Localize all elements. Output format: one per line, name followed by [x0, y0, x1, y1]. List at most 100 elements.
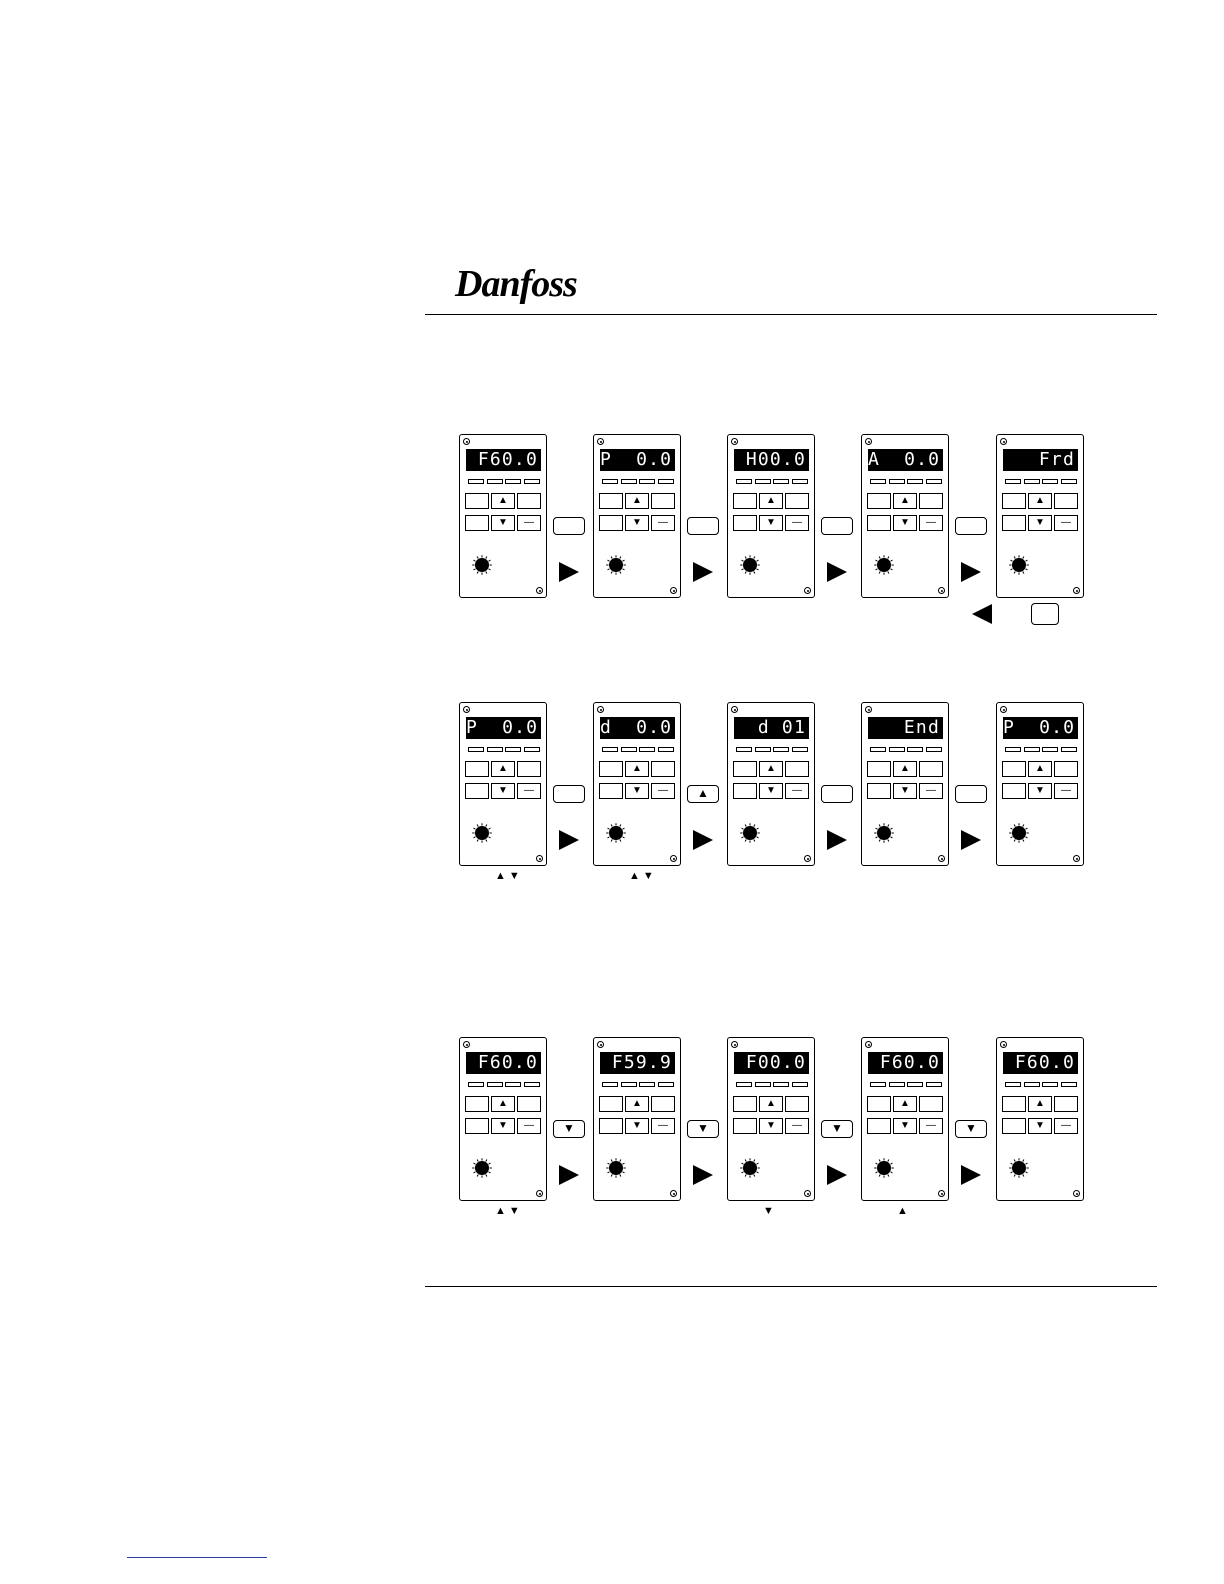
down-key[interactable]: ▼ [759, 783, 783, 799]
down-key[interactable]: ▼ [1028, 515, 1052, 531]
press-key-button[interactable] [687, 517, 719, 535]
up-key[interactable]: ▲ [893, 1096, 917, 1112]
mode-key[interactable] [919, 493, 943, 509]
shift-key[interactable] [465, 515, 489, 531]
shift-key[interactable] [733, 515, 757, 531]
potentiometer-knob-icon[interactable] [740, 555, 760, 575]
shift-key[interactable] [733, 783, 757, 799]
up-key[interactable]: ▲ [491, 493, 515, 509]
up-key[interactable]: ▲ [759, 1096, 783, 1112]
down-key[interactable]: ▼ [625, 783, 649, 799]
down-key[interactable]: ▼ [625, 1118, 649, 1134]
enter-key[interactable]: — [1054, 783, 1078, 799]
shift-key[interactable] [465, 783, 489, 799]
menu-key[interactable] [733, 1096, 757, 1112]
enter-key[interactable]: — [517, 515, 541, 531]
menu-key[interactable] [1002, 493, 1026, 509]
potentiometer-knob-icon[interactable] [874, 823, 894, 843]
enter-key[interactable]: — [785, 1118, 809, 1134]
down-key[interactable]: ▼ [893, 783, 917, 799]
mode-key[interactable] [785, 761, 809, 777]
potentiometer-knob-icon[interactable] [606, 1158, 626, 1178]
enter-key[interactable]: — [919, 783, 943, 799]
enter-key[interactable]: — [1054, 1118, 1078, 1134]
potentiometer-knob-icon[interactable] [606, 823, 626, 843]
enter-key[interactable]: — [651, 515, 675, 531]
potentiometer-knob-icon[interactable] [740, 823, 760, 843]
mode-key[interactable] [919, 761, 943, 777]
press-key-button[interactable] [821, 517, 853, 535]
enter-key[interactable]: — [919, 1118, 943, 1134]
down-key[interactable]: ▼ [491, 515, 515, 531]
shift-key[interactable] [599, 783, 623, 799]
shift-key[interactable] [599, 1118, 623, 1134]
down-key[interactable]: ▼ [893, 1118, 917, 1134]
press-key-button[interactable]: ▲ [687, 785, 719, 803]
menu-key[interactable] [733, 493, 757, 509]
enter-key[interactable]: — [785, 515, 809, 531]
mode-key[interactable] [919, 1096, 943, 1112]
potentiometer-knob-icon[interactable] [1009, 555, 1029, 575]
menu-key[interactable] [599, 1096, 623, 1112]
shift-key[interactable] [1002, 515, 1026, 531]
potentiometer-knob-icon[interactable] [472, 555, 492, 575]
press-key-button[interactable] [553, 517, 585, 535]
menu-key[interactable] [599, 761, 623, 777]
menu-key[interactable] [1002, 761, 1026, 777]
up-key[interactable]: ▲ [1028, 761, 1052, 777]
mode-key[interactable] [651, 493, 675, 509]
press-key-button[interactable] [821, 785, 853, 803]
mode-key[interactable] [1054, 1096, 1078, 1112]
shift-key[interactable] [733, 1118, 757, 1134]
mode-key[interactable] [785, 493, 809, 509]
shift-key[interactable] [465, 1118, 489, 1134]
mode-key[interactable] [517, 493, 541, 509]
menu-key[interactable] [465, 493, 489, 509]
up-key[interactable]: ▲ [491, 1096, 515, 1112]
press-key-button[interactable]: ▼ [687, 1120, 719, 1138]
return-key-button[interactable] [1031, 603, 1059, 625]
up-key[interactable]: ▲ [491, 761, 515, 777]
potentiometer-knob-icon[interactable] [874, 1158, 894, 1178]
enter-key[interactable]: — [919, 515, 943, 531]
up-key[interactable]: ▲ [625, 493, 649, 509]
menu-key[interactable] [465, 761, 489, 777]
down-key[interactable]: ▼ [759, 1118, 783, 1134]
menu-key[interactable] [867, 493, 891, 509]
enter-key[interactable]: — [517, 1118, 541, 1134]
mode-key[interactable] [1054, 493, 1078, 509]
down-key[interactable]: ▼ [893, 515, 917, 531]
shift-key[interactable] [867, 783, 891, 799]
enter-key[interactable]: — [517, 783, 541, 799]
menu-key[interactable] [465, 1096, 489, 1112]
potentiometer-knob-icon[interactable] [606, 555, 626, 575]
enter-key[interactable]: — [1054, 515, 1078, 531]
down-key[interactable]: ▼ [491, 783, 515, 799]
potentiometer-knob-icon[interactable] [472, 823, 492, 843]
menu-key[interactable] [867, 761, 891, 777]
menu-key[interactable] [867, 1096, 891, 1112]
mode-key[interactable] [517, 761, 541, 777]
menu-key[interactable] [733, 761, 757, 777]
mode-key[interactable] [651, 1096, 675, 1112]
up-key[interactable]: ▲ [1028, 1096, 1052, 1112]
mode-key[interactable] [785, 1096, 809, 1112]
shift-key[interactable] [1002, 783, 1026, 799]
press-key-button[interactable] [955, 785, 987, 803]
enter-key[interactable]: — [651, 1118, 675, 1134]
down-key[interactable]: ▼ [625, 515, 649, 531]
up-key[interactable]: ▲ [893, 493, 917, 509]
up-key[interactable]: ▲ [1028, 493, 1052, 509]
down-key[interactable]: ▼ [1028, 783, 1052, 799]
enter-key[interactable]: — [651, 783, 675, 799]
mode-key[interactable] [517, 1096, 541, 1112]
potentiometer-knob-icon[interactable] [874, 555, 894, 575]
potentiometer-knob-icon[interactable] [1009, 823, 1029, 843]
press-key-button[interactable]: ▼ [553, 1120, 585, 1138]
up-key[interactable]: ▲ [625, 1096, 649, 1112]
shift-key[interactable] [867, 515, 891, 531]
press-key-button[interactable] [553, 785, 585, 803]
shift-key[interactable] [867, 1118, 891, 1134]
potentiometer-knob-icon[interactable] [1009, 1158, 1029, 1178]
press-key-button[interactable]: ▼ [821, 1120, 853, 1138]
